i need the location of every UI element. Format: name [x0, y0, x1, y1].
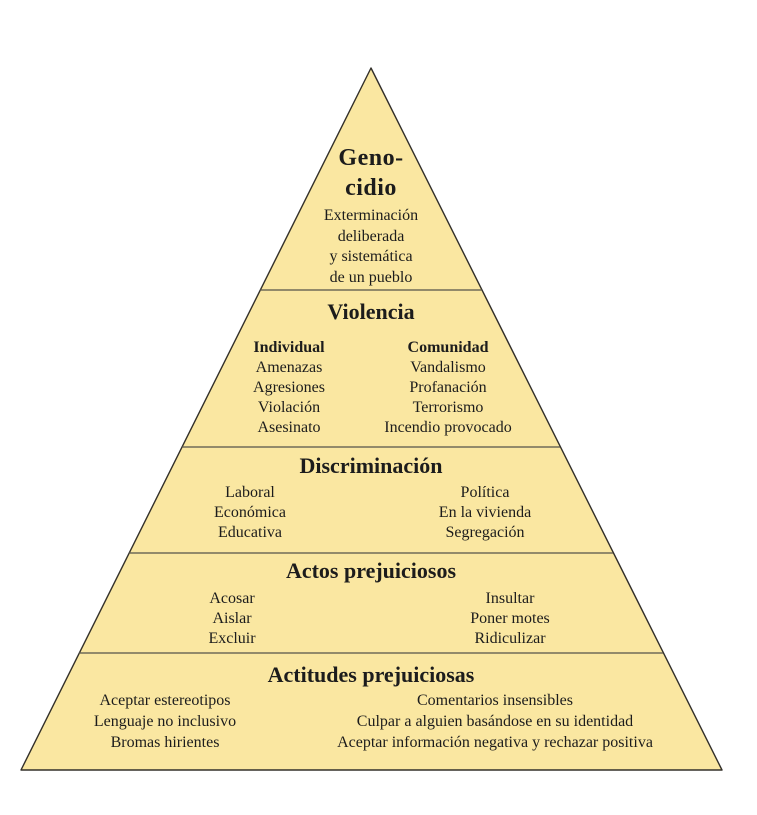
tier-actos-column-right: Insultar Poner motes Ridiculizar [470, 589, 550, 649]
list-item: Violación [257, 399, 321, 416]
tier-title-line: Geno- [338, 145, 404, 171]
tier-actos-column-left: Acosar Aislar Excluir [208, 589, 255, 649]
list-item: Poner motes [470, 610, 550, 627]
tier-violencia-column-individual: Individual Amenazas Agresiones Violación… [253, 338, 325, 438]
tier-actitudes-title: Actitudes prejuiciosas [267, 662, 475, 687]
tier-actitudes-column-right: Comentarios insensibles Culpar a alguien… [337, 690, 653, 753]
pyramid-outline-stroke [20, 67, 723, 771]
list-item: Aislar [212, 610, 252, 627]
tier-violencia-title: Violencia [327, 299, 415, 324]
list-item: Económica [214, 504, 286, 521]
list-item: Educativa [218, 524, 282, 541]
tier-actos-title: Actos prejuiciosos [285, 558, 457, 583]
tier-discriminacion-column-right: Política En la vivienda Segregación [439, 483, 531, 543]
list-item: Terrorismo [412, 399, 484, 416]
list-item: Incendio provocado [384, 419, 512, 436]
description-line: Exterminación [323, 207, 419, 224]
description-line: y sistemática [329, 248, 413, 265]
pyramid-outline [21, 68, 722, 770]
list-item: Lenguaje no inclusivo [93, 713, 237, 730]
list-item: Vandalismo [410, 359, 486, 376]
list-item: Aceptar información negativa y rechazar … [337, 734, 653, 751]
list-item: En la vivienda [438, 504, 532, 521]
list-item: Asesinato [257, 419, 321, 436]
list-item: Comentarios insensibles [417, 692, 573, 709]
list-item: Profanación [409, 379, 487, 396]
list-item: Acosar [209, 590, 255, 607]
tier-discriminacion-column-left: Laboral Económica Educativa [214, 483, 286, 543]
tier-discriminacion-title: Discriminación [299, 453, 443, 478]
list-item: Insultar [485, 590, 535, 607]
tier-title-line: cidio [345, 175, 397, 201]
list-item: Culpar a alguien basándose en su identid… [356, 713, 634, 730]
tier-violencia-column-comunidad: Comunidad Vandalismo Profanación Terrori… [384, 338, 512, 438]
list-item: Segregación [445, 524, 525, 541]
list-item: Agresiones [253, 379, 325, 396]
list-item: Política [460, 484, 510, 501]
description-line: deliberada [337, 227, 405, 245]
tier-genocidio-description: Exterminación deliberada y sistemática d… [324, 206, 418, 288]
list-item: Excluir [208, 630, 256, 647]
list-item: Ridiculizar [474, 630, 546, 647]
list-item: Amenazas [255, 359, 323, 376]
column-header: Individual [253, 339, 325, 356]
list-item: Aceptar estereotipos [99, 692, 231, 709]
tier-genocidio: Geno- cidio Exterminación deliberada y s… [324, 143, 418, 288]
tier-actitudes-column-left: Aceptar estereotipos Lenguaje no inclusi… [94, 690, 236, 753]
list-item: Bromas hirientes [110, 734, 220, 751]
description-line: de un pueblo [329, 268, 413, 286]
tier-genocidio-title: Geno- cidio [324, 143, 418, 203]
column-header: Comunidad [407, 339, 489, 356]
list-item: Laboral [225, 484, 275, 501]
